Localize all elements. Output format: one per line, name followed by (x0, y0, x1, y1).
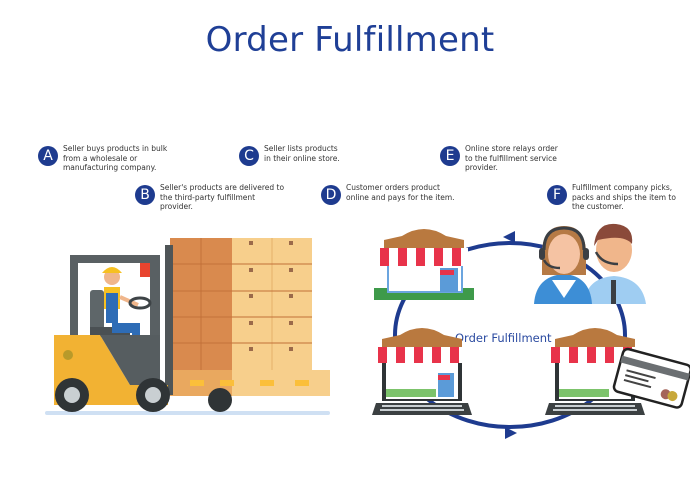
badge-d-icon: D (321, 185, 341, 205)
step-a-text: Seller buys products in bulk from a whol… (63, 144, 168, 172)
badge-f-icon: F (547, 185, 567, 205)
step-c-text: Seller lists products in their online st… (264, 144, 340, 163)
arrow-right-icon (505, 427, 517, 439)
step-b-text: Seller's products are delivered to the t… (160, 183, 285, 211)
page-title: Order Fulfillment (205, 20, 495, 60)
badge-c-icon: C (239, 146, 259, 166)
step-c: C Seller lists products in their online … (239, 144, 359, 166)
step-f-text: Fulfillment company picks, packs and shi… (572, 183, 676, 211)
badge-e-icon: E (440, 146, 460, 166)
step-f: F Fulfillment company picks, packs and s… (547, 183, 697, 212)
forklift-icon (45, 238, 330, 415)
cycle-label: Order Fulfillment (455, 331, 552, 345)
badge-a-icon: A (38, 146, 58, 166)
credit-card-icon (612, 347, 690, 409)
badge-b-icon: B (135, 185, 155, 205)
step-e-text: Online store relays order to the fulfill… (465, 144, 558, 172)
cycle-arrows (393, 231, 627, 439)
arrow-left-icon (503, 231, 515, 243)
store-icon (374, 229, 474, 300)
step-b: B Seller's products are delivered to the… (135, 183, 295, 212)
step-d: D Customer orders product online and pay… (321, 183, 471, 205)
laptop-store-icon (372, 328, 472, 415)
laptop-store-card-icon (545, 328, 690, 415)
step-e: E Online store relays order to the fulfi… (440, 144, 590, 173)
step-a: A Seller buys products in bulk from a wh… (38, 144, 208, 173)
step-d-text: Customer orders product online and pays … (346, 183, 455, 202)
agents-icon (534, 223, 646, 304)
